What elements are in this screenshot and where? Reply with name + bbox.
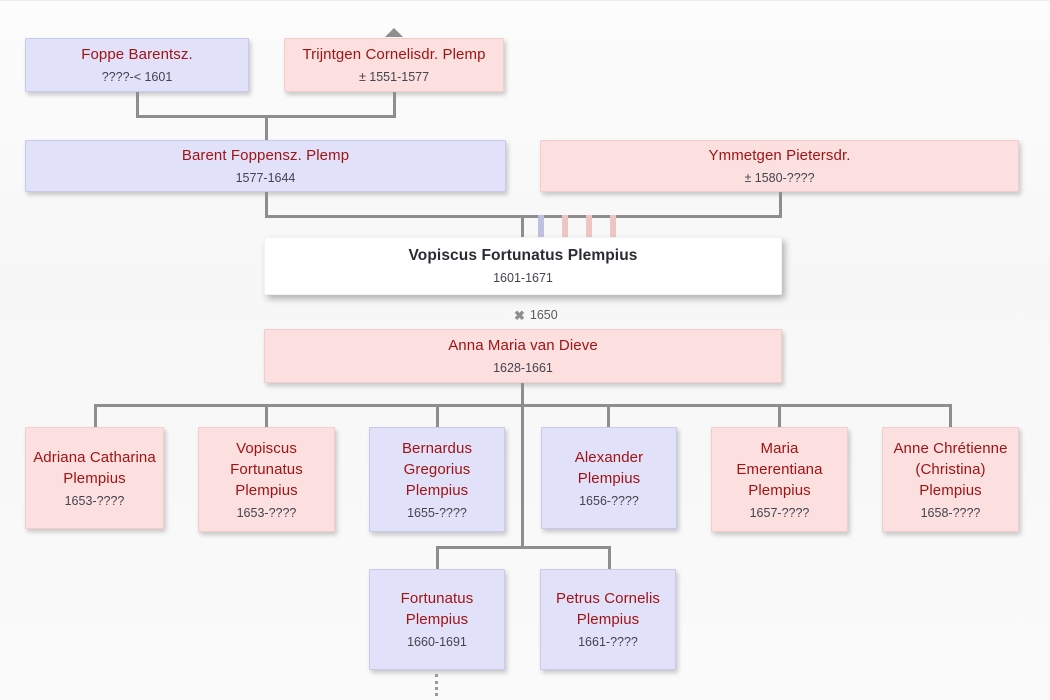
person-name: Vopiscus Fortunatus Plempius xyxy=(230,439,303,499)
person-name: Maria Emerentiana Plempius xyxy=(736,439,823,499)
connector-line xyxy=(608,546,611,570)
connector-line xyxy=(778,404,781,428)
person-dates: ± 1551-1577 xyxy=(358,70,430,84)
person-name: Barent Foppensz. Plemp xyxy=(181,147,350,164)
person-dates: 1653-???? xyxy=(64,493,125,508)
person-dates: 1661-???? xyxy=(578,635,638,649)
person-box-fortunatus-plempius[interactable]: Fortunatus Plempius 1660-1691 xyxy=(369,569,505,670)
sibling-marker-female[interactable] xyxy=(562,215,568,237)
person-name: Foppe Barentsz. xyxy=(81,46,193,63)
person-dates: 1601-1671 xyxy=(493,271,553,285)
person-box-trijntgen-cornelisdr-plemp[interactable]: Trijntgen Cornelisdr. Plemp ± 1551-1577 xyxy=(284,38,504,92)
connector-line xyxy=(436,546,439,570)
marriage-year: 1650 xyxy=(529,308,558,322)
person-dates: 1658-???? xyxy=(920,505,981,520)
connector-line xyxy=(521,383,524,407)
person-box-barent-foppensz-plemp[interactable]: Barent Foppensz. Plemp 1577-1644 xyxy=(25,140,506,192)
connector-line xyxy=(265,192,268,218)
person-dates: ????-< 1601 xyxy=(101,70,173,84)
connector-line xyxy=(94,404,97,428)
person-box-alexander-plempius[interactable]: Alexander Plempius 1656-???? xyxy=(541,427,677,529)
person-name: Petrus Cornelis Plempius xyxy=(555,590,661,628)
person-dates: 1660-1691 xyxy=(407,635,467,649)
sibling-marker-male[interactable] xyxy=(538,215,544,237)
person-name: Anne Chrétienne (Christina) Plempius xyxy=(893,439,1008,499)
person-name: Anna Maria van Dieve xyxy=(448,337,598,354)
person-dates: 1655-???? xyxy=(407,505,467,520)
connector-line xyxy=(436,546,611,549)
person-box-maria-emerentiana-plempius[interactable]: Maria Emerentiana Plempius 1657-???? xyxy=(711,427,848,532)
connector-line xyxy=(949,404,952,428)
person-box-bernardus-gregorius-plempius[interactable]: Bernardus Gregorius Plempius 1655-???? xyxy=(369,427,505,532)
more-descendants-indicator[interactable] xyxy=(435,674,438,696)
connector-line xyxy=(607,404,610,428)
person-box-adriana-catharina-plempius[interactable]: Adriana Catharina Plempius 1653-???? xyxy=(25,427,164,529)
person-dates: 1653-???? xyxy=(236,505,297,520)
person-box-vopiscus-fortunatus-plempius-child[interactable]: Vopiscus Fortunatus Plempius 1653-???? xyxy=(198,427,335,532)
sibling-marker-female[interactable] xyxy=(610,215,616,237)
connector-line xyxy=(265,115,268,140)
person-dates: 1577-1644 xyxy=(235,171,296,185)
marriage-label: ✖ 1650 xyxy=(514,308,558,322)
person-name: Ymmetgen Pietersdr. xyxy=(708,147,851,164)
connector-line xyxy=(521,215,524,237)
connector-line xyxy=(521,404,524,548)
person-name: Bernardus Gregorius Plempius xyxy=(401,439,473,499)
person-name: Adriana Catharina Plempius xyxy=(33,448,156,487)
person-name: Vopiscus Fortunatus Plempius xyxy=(408,247,638,264)
person-dates: 1656-???? xyxy=(579,493,639,508)
connector-line xyxy=(779,192,782,218)
person-box-anna-maria-van-dieve[interactable]: Anna Maria van Dieve 1628-1661 xyxy=(264,329,782,383)
person-name: Alexander Plempius xyxy=(574,448,644,487)
connector-line xyxy=(436,404,439,428)
person-box-ymmetgen-pietersdr[interactable]: Ymmetgen Pietersdr. ± 1580-???? xyxy=(540,140,1019,192)
person-dates: 1657-???? xyxy=(749,505,810,520)
person-box-anne-chretienne-christina-plempius[interactable]: Anne Chrétienne (Christina) Plempius 165… xyxy=(882,427,1019,532)
triangle-up-icon[interactable] xyxy=(385,28,403,37)
top-divider xyxy=(0,0,1050,1)
person-name: Trijntgen Cornelisdr. Plemp xyxy=(302,46,486,63)
person-box-focus-vopiscus-fortunatus-plempius[interactable]: Vopiscus Fortunatus Plempius 1601-1671 xyxy=(264,237,782,295)
person-dates: ± 1580-???? xyxy=(744,171,815,185)
connector-line xyxy=(136,92,139,118)
person-box-foppe-barentsz[interactable]: Foppe Barentsz. ????-< 1601 xyxy=(25,38,249,92)
marriage-cross-icon: ✖ xyxy=(514,307,525,323)
person-dates: 1628-1661 xyxy=(493,361,553,375)
sibling-marker-female[interactable] xyxy=(586,215,592,237)
person-name: Fortunatus Plempius xyxy=(400,590,474,628)
connector-line xyxy=(265,404,268,428)
connector-line xyxy=(393,92,396,118)
person-box-petrus-cornelis-plempius[interactable]: Petrus Cornelis Plempius 1661-???? xyxy=(540,569,676,670)
